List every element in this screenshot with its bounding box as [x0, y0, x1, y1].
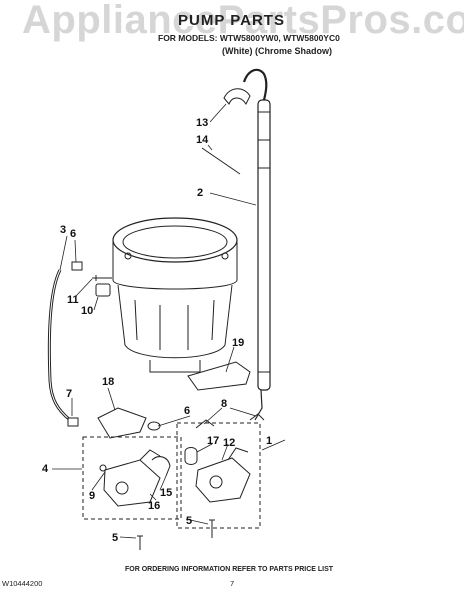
screw-5a	[209, 519, 215, 538]
color-line: (White) (Chrome Shadow)	[222, 46, 332, 56]
clamp-bottom	[67, 417, 79, 427]
bracket	[97, 407, 147, 439]
callout-5-right: 5	[186, 515, 192, 527]
callout-13: 13	[196, 117, 208, 129]
pump-box-right	[176, 422, 261, 529]
pump-box-left	[82, 436, 182, 520]
document-code: W10444200	[2, 579, 43, 588]
clamp-top	[71, 261, 83, 271]
callout-2: 2	[197, 187, 203, 199]
screw-11	[92, 275, 112, 281]
drain-hose	[242, 68, 271, 421]
pump-right	[184, 447, 251, 503]
callout-6-top: 6	[70, 228, 76, 240]
callout-10: 10	[81, 305, 93, 317]
watermark: AppliancePartsPros.com	[22, 0, 464, 42]
callout-7: 7	[66, 388, 72, 400]
ordering-note: FOR ORDERING INFORMATION REFER TO PARTS …	[125, 566, 334, 573]
strap	[201, 147, 241, 175]
callout-19: 19	[232, 337, 244, 349]
callout-1: 1	[266, 435, 272, 447]
pressure-switch	[95, 283, 111, 297]
screw-5b	[137, 535, 143, 550]
callout-numbers: 1 2 3 4 5 5 6 6 7 8 9 10 11 12 13 14 15 …	[42, 117, 272, 544]
model-line: FOR MODELS: WTW5800YW0, WTW5800YC0	[158, 33, 340, 43]
callout-17: 17	[207, 435, 219, 447]
callout-6-bottom: 6	[184, 405, 190, 417]
callout-11: 11	[67, 294, 79, 306]
callout-12: 12	[223, 437, 235, 449]
cover-plate	[187, 361, 251, 391]
siphon-hose	[47, 269, 71, 422]
callout-15: 15	[160, 487, 172, 499]
page-number: 7	[230, 579, 235, 588]
hose-8a	[195, 419, 215, 429]
callout-3: 3	[60, 224, 66, 236]
diagram-title: PUMP PARTS	[178, 12, 285, 29]
callout-9: 9	[89, 490, 95, 502]
outer-tub	[112, 217, 238, 373]
hose-8b	[249, 413, 265, 421]
leader-lines	[52, 103, 286, 539]
pump-left	[99, 449, 171, 507]
callout-18: 18	[102, 376, 114, 388]
clamp-6	[147, 421, 161, 431]
callout-14: 14	[196, 134, 209, 146]
callout-16: 16	[148, 500, 160, 512]
callout-5-left: 5	[112, 532, 118, 544]
hose-guide	[223, 88, 251, 106]
callout-8: 8	[221, 398, 227, 410]
callout-4: 4	[42, 463, 49, 475]
